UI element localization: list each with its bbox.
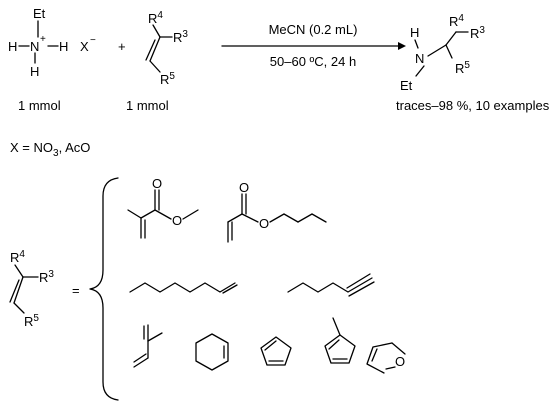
- alkene-r5: R5: [160, 71, 175, 87]
- generic-alkene: R4 R3 R5: [145, 10, 188, 87]
- salt-anion-label: X: [80, 39, 89, 54]
- scope-curly-brace: [89, 177, 119, 401]
- ba-ester-oxygen: O: [259, 216, 269, 231]
- conditions-solvent: MeCN (0.2 mL): [269, 22, 358, 37]
- isoprene-structure: [133, 324, 163, 368]
- salt-h-right: H: [59, 39, 68, 54]
- ba-carbonyl-oxygen: O: [239, 180, 249, 195]
- scope-r5: R5: [24, 313, 39, 329]
- scope-r4: R4: [10, 249, 25, 265]
- scope-r3: R3: [39, 269, 54, 285]
- salt-nitrogen: N: [30, 39, 39, 54]
- salt-positive-charge: +: [40, 34, 46, 45]
- alkene-amount: 1 mmol: [126, 98, 169, 113]
- scope-generic-alkene: R4 R3 R5: [9, 249, 54, 329]
- salt-anion-charge: −: [90, 35, 96, 46]
- salt-amount: 1 mmol: [18, 98, 61, 113]
- product-r4: R4: [449, 13, 464, 29]
- cyclopentadiene-structure: [260, 336, 292, 366]
- product-ethyl: Et: [400, 78, 413, 93]
- mma-ester-oxygen: O: [172, 213, 182, 228]
- 1-octene-structure: [129, 282, 238, 294]
- product-nitrogen: N: [415, 51, 424, 66]
- salt-ethyl-label: Et: [33, 6, 46, 21]
- product-amine: H N Et R4 R3 R5: [400, 13, 485, 93]
- anion-definition: X = NO3, AcO: [10, 140, 90, 159]
- product-r3: R3: [470, 25, 485, 41]
- ethylammonium-salt: Et H N + H H X −: [8, 6, 96, 79]
- plus-sign: +: [118, 39, 126, 54]
- product-h: H: [410, 25, 419, 40]
- furan-oxygen: O: [395, 354, 405, 369]
- methyl-methacrylate-structure: O O: [127, 176, 199, 239]
- alkene-r4: R4: [148, 10, 163, 26]
- 1-heptyne-structure: [287, 273, 375, 297]
- mma-carbonyl-oxygen: O: [152, 176, 162, 191]
- salt-h-left: H: [8, 39, 17, 54]
- salt-h-bottom: H: [30, 64, 39, 79]
- methylcyclopentadiene-structure: [324, 317, 356, 364]
- scope-equals: =: [72, 283, 80, 298]
- alkene-r3: R3: [173, 29, 188, 45]
- furan-structure: O: [366, 342, 406, 374]
- yield-and-examples: traces–98 %, 10 examples: [396, 98, 550, 113]
- cyclohexene-structure: [195, 333, 229, 371]
- butyl-acrylate-structure: O O: [227, 180, 327, 243]
- product-r5: R5: [455, 60, 470, 76]
- reaction-arrowhead: [398, 42, 406, 50]
- conditions-temperature-time: 50–60 ºC, 24 h: [270, 54, 356, 69]
